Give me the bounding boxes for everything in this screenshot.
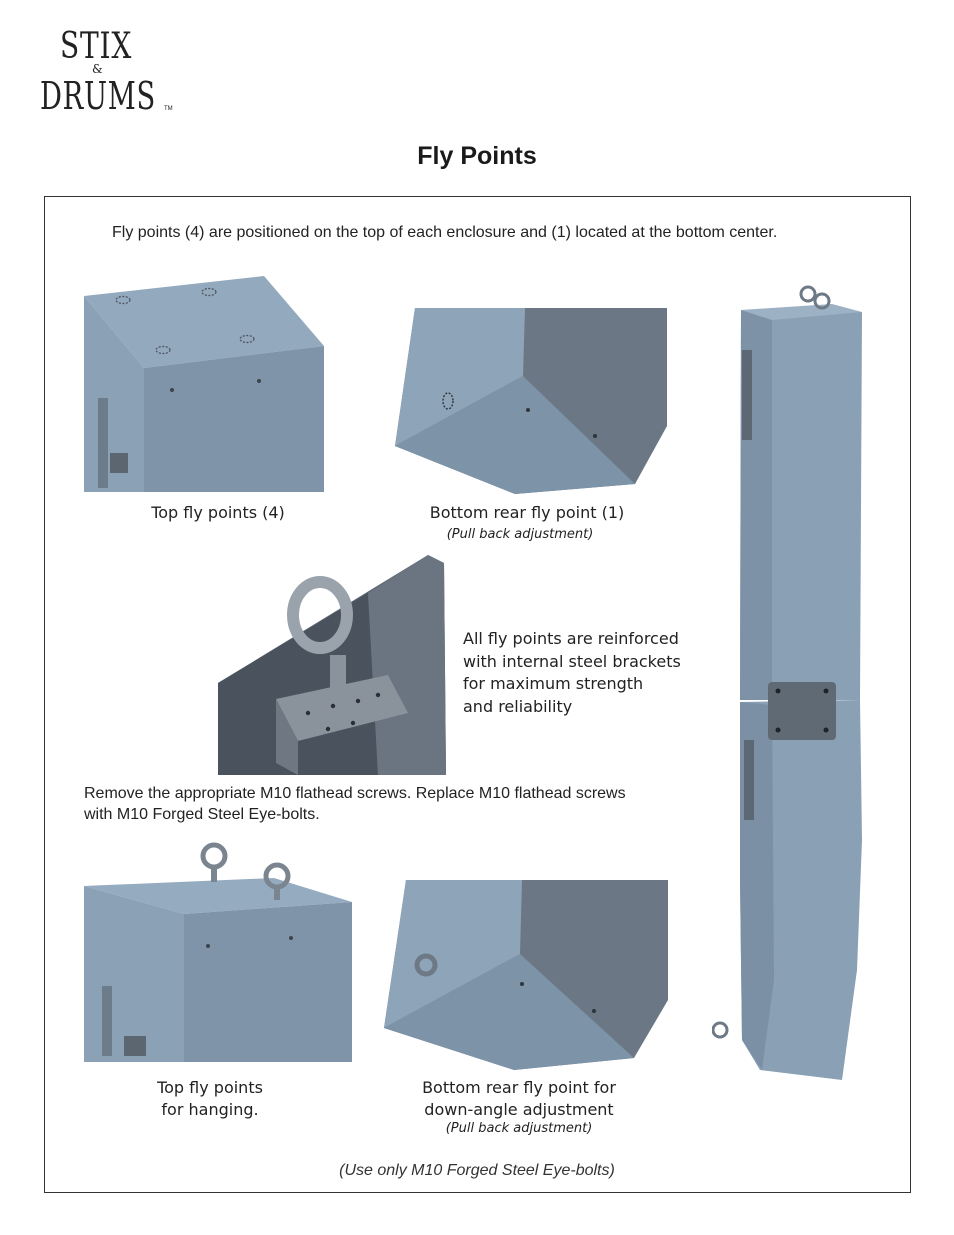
caption-bottom-down-line-1: Bottom rear fly point for [422,1078,616,1097]
remove-instruction: Remove the appropriate M10 flathead scre… [84,783,684,825]
caption-bottom-down-line-2: down-angle adjustment [424,1100,614,1119]
top-fly-points-image [84,268,354,494]
page-title: Fly Points [417,142,537,170]
caption-bottom-rear-fly-point: Bottom rear fly point (1) [429,503,625,522]
stacked-array-image [712,280,872,1090]
bottom-rear-down-angle-image [382,878,670,1074]
reinforced-line-4: and reliability [463,696,573,716]
remove-line-2: with M10 Forged Steel Eye-bolts. [84,806,320,823]
internal-bracket-image [218,553,446,775]
logo-ampersand: & [92,62,103,76]
reinforced-line-3: for maximum strength [463,674,644,693]
caption-top-fly-points: Top fly points (4) [151,503,285,522]
caption-top-hanging: Top fly points for hanging. [130,1077,290,1121]
top-fly-points-hanging-image [84,836,356,1064]
caption-pull-back-1: (Pull back adjustment) [446,527,594,542]
reinforced-line-1: All fly points are reinforced [463,629,679,648]
reinforced-line-2: with internal steel brackets [463,651,681,671]
caption-top-hanging-line-1: Top fly points [157,1078,263,1097]
caption-pull-back-2: (Pull back adjustment) [445,1121,593,1136]
caption-bottom-down-angle: Bottom rear fly point for down-angle adj… [410,1077,628,1121]
reinforced-note: All fly points are reinforced with inter… [463,628,693,718]
content-frame [44,196,911,1193]
remove-line-1: Remove the appropriate M10 flathead scre… [84,785,626,802]
logo-trademark: TM [164,106,173,112]
logo-line2: DRUMS [40,74,156,118]
bottom-rear-fly-point-image [385,306,669,496]
caption-top-hanging-line-2: for hanging. [161,1100,259,1119]
intro-text: Fly points (4) are positioned on the top… [112,224,778,241]
logo-line1: STIX [60,26,133,67]
stix-drums-logo: STIX & DRUMS TM [40,26,180,118]
footnote: (Use only M10 Forged Steel Eye-bolts) [339,1162,615,1179]
